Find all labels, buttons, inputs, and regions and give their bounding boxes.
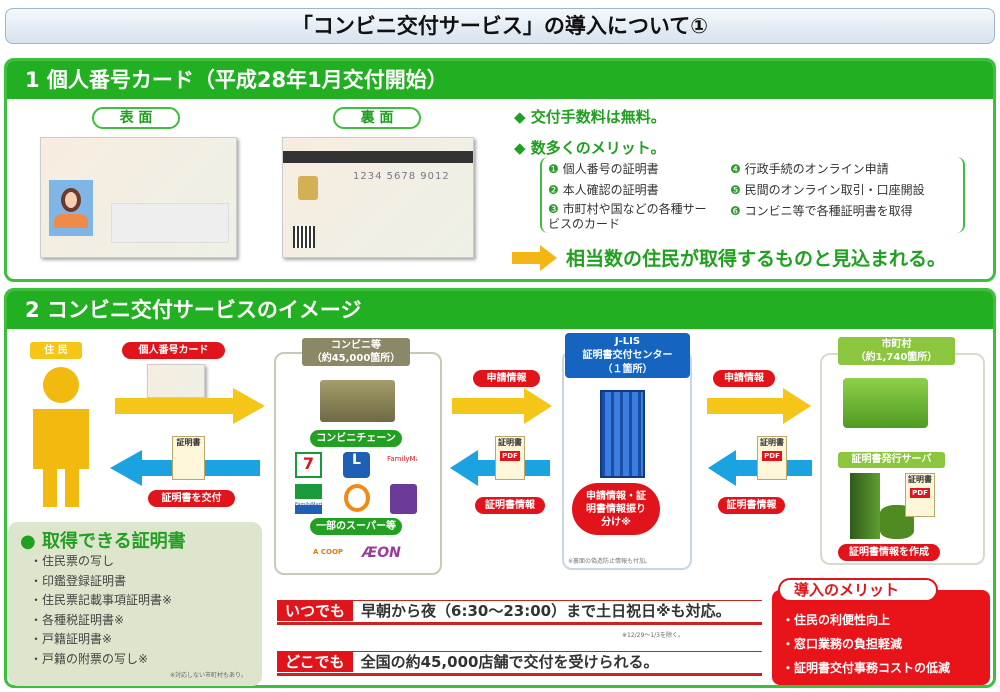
chain-label: コンビニチェーン [310,430,402,447]
card-number-2: 5678 [386,171,417,182]
sort-label: 申請情報・証明書情報振り分け※ [572,483,660,535]
store-box-header: コンビニ等（約45,000箇所） [302,338,410,366]
fee-text: ◆ 交付手数料は無料。 [514,108,666,126]
merit-4: ❹ 行政手続のオンライン申請 [730,162,889,176]
merits-heading: ◆ 数多くのメリット。 [514,139,666,157]
ic-chip-icon [298,176,318,200]
benefits-box [772,590,990,685]
jlis-building-icon [600,390,645,478]
merit-1: ❶ 個人番号の証明書 [548,162,659,176]
card-number-3: 9012 [420,171,450,182]
available-list: ・住民票の写し ・印鑑登録証明書 ・住民票記載事項証明書※ ・各種税証明書※ ・… [30,552,172,669]
issue-label: 証明書を交付 [148,490,235,507]
available-item: ・戸籍証明書※ [30,632,113,646]
create-label: 証明書情報を作成 [838,544,940,561]
portrait-icon [49,180,93,236]
card-number-1: 1234 [353,171,383,182]
page-title: 「コンビニ交付サービス」の導入について① [5,8,995,44]
card-small-image [147,364,205,398]
benefits-heading: 導入のメリット [778,578,938,602]
available-item: ・戸籍の附票の写し※ [30,651,149,666]
available-certificates-box [8,522,262,686]
logo-familymart: FamilyMart [295,484,322,514]
available-heading: ● 取得できる証明書 [20,531,186,552]
anywhere-bar: どこでも全国の約45,000店舗で交付を受けられる。 [277,651,762,676]
certificate-doc-icon: 証明書 [172,436,205,480]
certificate-info-label-2: 証明書情報 [718,497,785,514]
arrow-right-yellow [707,388,811,424]
available-item: ・各種税証明書※ [30,612,125,627]
available-item: ・住民票記載事項証明書※ [30,593,173,607]
logo-aeon: ÆON [362,545,401,561]
certificate-info-label-1: 証明書情報 [475,497,545,514]
store-building-icon [320,380,395,422]
card-front-image [40,137,237,258]
logo-circle-k-sunkus: FamilyMart [387,455,417,463]
resident-label: 住 民 [30,342,82,359]
anytime-note: ※12/29～1/3を除く。 [622,632,684,639]
qr-code-icon [293,226,315,248]
super-label: 一部のスーパー等 [310,518,402,535]
section-heading: 2 コンビニ交付サービスのイメージ [7,291,993,329]
logo-a-coop: A COOP [313,548,344,556]
arrow-right-icon [512,245,557,271]
merit-6: ❻ コンビニ等で各種証明書を取得 [730,204,913,218]
arrow-right-yellow [115,388,265,424]
available-item: ・印鑑登録証明書 [30,573,127,588]
available-note: ※対応しない市町村もあり。 [170,672,247,679]
logo-lawson: L [343,452,370,478]
benefit-item: ・住民の利便性向上 [782,613,891,627]
card-label: 個人番号カード [122,342,225,359]
merit-5: ❺ 民間のオンライン取引・口座開設 [730,183,925,197]
server-label: 証明書発行サーバ [838,452,945,468]
conclusion-text: 相当数の住民が取得するものと見込まれる。 [566,248,947,270]
back-label: 裏 面 [333,107,421,129]
jlis-note: ※裏面の偽造防止情報も付加。 [568,558,652,565]
logo-ministop [390,484,417,514]
benefit-item: ・証明書交付事務コストの低減 [782,661,951,675]
merit-3: ❸ 市町村や国などの各種サービスのカード [548,202,707,231]
municipality-header: 市町村（約1,740箇所） [838,337,955,365]
logo-seven-eleven: 7 [295,452,322,478]
benefit-item: ・窓口業務の負担軽減 [782,637,903,651]
anytime-bar: いつでも早朝から夜（6:30～23:00）まで土日祝日※も対応。 [277,600,762,625]
merits-bracket [540,157,965,233]
card-back-image: 1234 5678 9012 [282,137,474,258]
city-hall-icon [843,378,928,428]
front-label: 表 面 [92,107,180,129]
application-info-label-1: 申請情報 [473,370,540,387]
merit-2: ❷ 本人確認の証明書 [548,183,659,197]
person-icon [33,367,89,507]
server-icon [850,473,880,539]
section-heading: 1 個人番号カード（平成28年1月交付開始） [7,61,993,99]
arrow-right-yellow [452,388,552,424]
logo-circle-k [344,484,370,512]
available-item: ・住民票の写し [30,554,115,568]
application-info-label-2: 申請情報 [713,370,775,387]
benefits-list: ・住民の利便性向上 ・窓口業務の負担軽減 ・証明書交付事務コストの低減 [782,608,950,680]
